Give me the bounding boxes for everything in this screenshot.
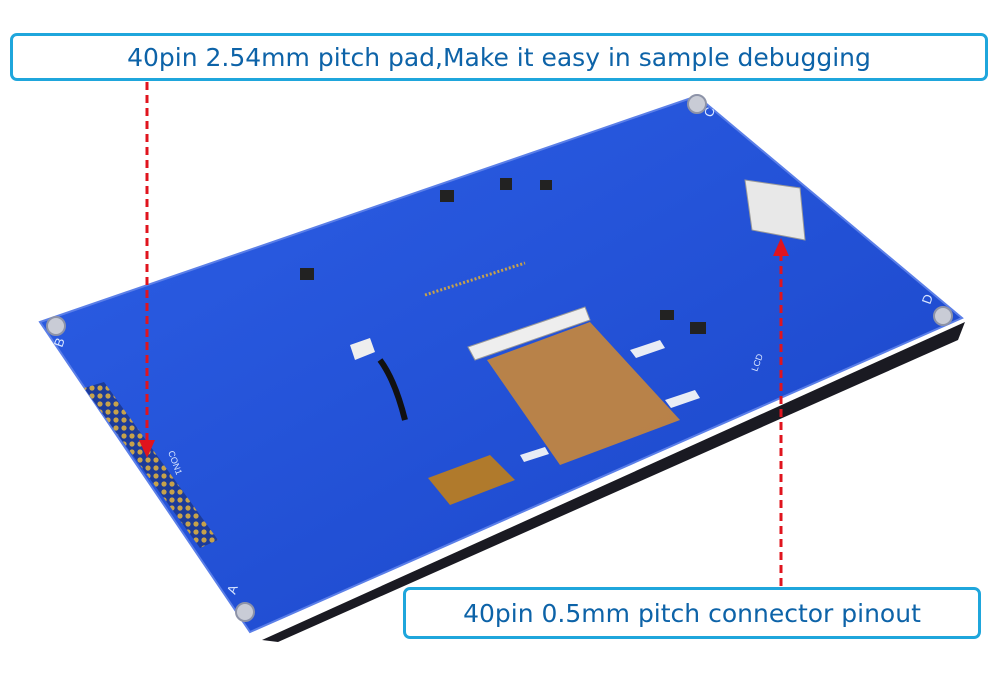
small-connector <box>350 338 375 360</box>
arrow-to-fpc-connector <box>773 238 789 586</box>
callout-pin-header-text: 40pin 2.54mm pitch pad,Make it easy in s… <box>127 42 871 72</box>
pin-header-40pin <box>84 382 218 548</box>
board-edge <box>262 322 965 642</box>
callout-fpc-connector: 40pin 0.5mm pitch connector pinout <box>403 587 981 639</box>
fpc-connector-40pin <box>744 179 806 241</box>
fpc-cable <box>487 322 680 465</box>
ic-chip <box>428 455 515 505</box>
smd-components <box>300 178 706 334</box>
board-slots <box>520 340 700 462</box>
arrow-to-pin-header <box>139 82 155 458</box>
callout-fpc-connector-text: 40pin 0.5mm pitch connector pinout <box>463 598 921 628</box>
small-cable <box>377 358 408 421</box>
connector-row <box>424 261 526 297</box>
mounting-holes <box>46 94 953 622</box>
callout-pin-header: 40pin 2.54mm pitch pad,Make it easy in s… <box>10 33 988 81</box>
fpc-connector-main <box>467 306 591 361</box>
